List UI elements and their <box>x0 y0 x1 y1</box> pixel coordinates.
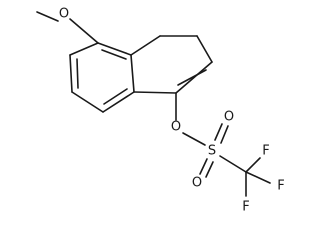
bond-aryl-4 <box>71 91 104 113</box>
bond-s-o-top-b <box>220 125 229 144</box>
bond-o-aryl <box>69 18 99 44</box>
atom-labels: O O S O O F F F <box>59 7 285 215</box>
bond-aryl-inner-1 <box>101 49 127 60</box>
bond-s-o-top-a <box>214 123 223 141</box>
bond-aryl-inner-3 <box>76 58 79 89</box>
bond-aryl-2 <box>130 54 135 93</box>
atom-o-ester: O <box>171 120 181 135</box>
bond-c-f-right <box>245 171 271 184</box>
atom-f-right: F <box>277 179 284 194</box>
bond-c-f-upper <box>245 157 261 173</box>
atom-o-sulfonyl-top: O <box>224 110 234 125</box>
bond-aryl-inner-2 <box>103 88 128 105</box>
atom-o-methoxy: O <box>59 7 69 22</box>
bond-s-c <box>219 155 247 173</box>
atom-f-lower: F <box>242 200 249 215</box>
bond-ch2-1 <box>130 35 161 56</box>
bond-aryl-5 <box>69 54 73 93</box>
bond-aryl-1 <box>97 42 132 56</box>
atom-f-upper: F <box>262 144 269 159</box>
atom-s: S <box>208 144 216 159</box>
atom-o-sulfonyl-bottom: O <box>192 176 202 191</box>
bond-o-s <box>182 132 206 146</box>
bond-ring-fusion <box>133 91 177 94</box>
bond-vinyl-inner <box>177 69 207 86</box>
bond-vinyl-double <box>175 61 213 94</box>
structure-diagram: O O S O O F F F <box>36 7 285 215</box>
bonds <box>36 11 271 197</box>
bond-s-o-bottom-b <box>205 161 214 178</box>
bond-aryl-3 <box>102 91 135 113</box>
bond-aryl-6 <box>69 42 99 56</box>
bond-s-o-bottom-a <box>199 158 208 175</box>
bond-methyl-o <box>36 11 59 22</box>
bond-ch2-3 <box>196 35 213 63</box>
